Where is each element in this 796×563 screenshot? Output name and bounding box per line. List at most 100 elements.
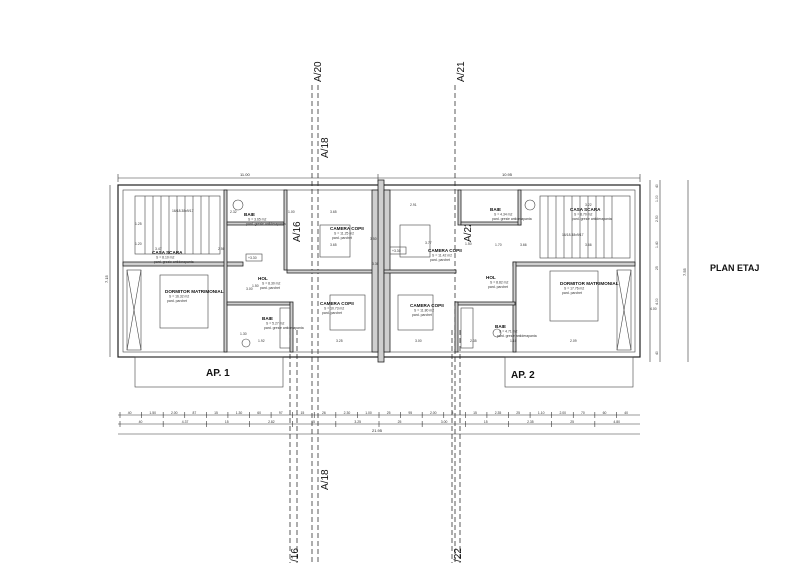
room-name: DORMITOR MATRIMONIAL: [560, 281, 619, 286]
axis-label: A/18: [320, 469, 331, 490]
room-finish: pard. parchet: [488, 285, 508, 289]
dim-label: 25: [570, 420, 574, 424]
dim-left-height: 7.15: [104, 274, 109, 283]
room-area: S = 8.82 m2: [490, 281, 508, 285]
dim-label: 87: [193, 411, 197, 415]
room-area: S = 4.34 m2: [494, 213, 512, 217]
toilet: [524, 199, 536, 211]
dim-label: 2.91: [410, 203, 417, 207]
bed: [397, 294, 434, 331]
dim-label: 2.09: [570, 339, 577, 343]
dim-label: 1.25: [135, 222, 142, 226]
dim-label: 25: [387, 411, 391, 415]
room-area: S = 11.80 m2: [414, 309, 434, 313]
dim-label: 3.66: [520, 243, 527, 247]
axis-label: /22: [453, 548, 464, 562]
dim-label: 4.37: [182, 420, 189, 424]
bathtub: [279, 307, 291, 349]
bed: [319, 224, 351, 258]
dim-label: 1.10: [510, 339, 517, 343]
stair-label: 16/18.38x9/17: [562, 233, 584, 237]
dim-label: 2.00: [430, 411, 437, 415]
dim-label: 15: [311, 420, 315, 424]
dim-label: 3.50: [370, 237, 377, 241]
room-area: S = 3.65 m2: [248, 218, 266, 222]
dim-label: 2.00: [171, 411, 178, 415]
dim-label: 70: [581, 411, 585, 415]
dim-label: 2.00: [559, 411, 566, 415]
room-name: DORMITOR MATRIMONIAL: [165, 289, 224, 294]
dim-top-right: 10.95: [502, 172, 513, 177]
dim-label: 3.00: [246, 287, 253, 291]
dim-label: 97: [279, 411, 283, 415]
axis-label: /16: [290, 548, 301, 562]
dim-label: 3.65: [330, 243, 337, 247]
axis-label: A/22: [463, 221, 474, 242]
dim-label: 8: [452, 411, 454, 415]
room-area: S = 11.25 m2: [334, 232, 354, 236]
bed: [399, 224, 431, 258]
dim-label: 1.10: [538, 411, 545, 415]
dim-label: 60: [257, 411, 261, 415]
room-area: S = 11.42 m2: [432, 254, 452, 258]
room-area: S = 8.30 m2: [262, 282, 280, 286]
bed: [549, 270, 599, 322]
dim-label: 60: [603, 411, 607, 415]
axis-label: A/21: [456, 61, 467, 82]
dim-label: 3.47: [155, 247, 162, 251]
dim-top-left: 11.00: [240, 172, 250, 177]
room-area: S = 10.73 m2: [324, 307, 344, 311]
dim-label: 2.50: [218, 247, 225, 251]
room-area: S = 16.32 m2: [169, 295, 189, 299]
bathtub: [460, 307, 474, 349]
room-finish: pard. parchet: [167, 299, 187, 303]
room-name: BAIE: [495, 324, 506, 329]
room-name: CASA SCARA: [152, 250, 183, 255]
wardrobe: [616, 269, 632, 351]
dim-label: 40: [655, 351, 659, 355]
room-name: HOL: [486, 275, 496, 280]
room-name: BAIE: [262, 316, 273, 321]
dim-label: 4.00: [650, 307, 657, 311]
room-finish: pard. gresie antiderapanta: [154, 260, 194, 264]
dim-label: 3.25: [336, 339, 343, 343]
room-name: CAMERA COPII: [410, 303, 444, 308]
dim-label: 40: [655, 184, 659, 188]
dim-label: 3.00: [415, 339, 422, 343]
grid-axes: A/20 A/21 A/18 A/18 A/16 A/22 /16 /22: [289, 61, 474, 563]
room-name: CASA SCARA: [570, 207, 601, 212]
dim-right-height: 7.55: [682, 267, 687, 276]
dim-label: 40: [128, 411, 132, 415]
dim-label: 1.40: [655, 241, 659, 248]
dim-label: 3.77: [425, 241, 432, 245]
room-name: CAMERA COPII: [330, 226, 364, 231]
room-area: S = 8.70 m2: [574, 213, 592, 217]
plan-title: PLAN ETAJ: [710, 263, 759, 273]
dim-label: 3.00: [441, 420, 448, 424]
dim-label: 1.50: [149, 411, 156, 415]
toilet: [241, 338, 251, 348]
room-name: BAIE: [490, 207, 501, 212]
dim-label: 1.50: [465, 242, 472, 246]
balcony: [504, 356, 634, 388]
dim-total-width: 21.95: [372, 428, 383, 433]
room-area: S = 4.71 m2: [499, 330, 517, 334]
top-dimensions: 11.00 10.95: [117, 172, 641, 182]
dim-label: 3.65: [330, 210, 337, 214]
dim-label: 2.32: [230, 210, 237, 214]
axis-label: A/20: [313, 61, 324, 82]
dim-label: 95: [408, 411, 412, 415]
room-finish: pard. parchet: [322, 311, 342, 315]
dim-label: 1.30: [236, 411, 243, 415]
party-wall: [377, 179, 385, 363]
dim-label: 15: [214, 411, 218, 415]
